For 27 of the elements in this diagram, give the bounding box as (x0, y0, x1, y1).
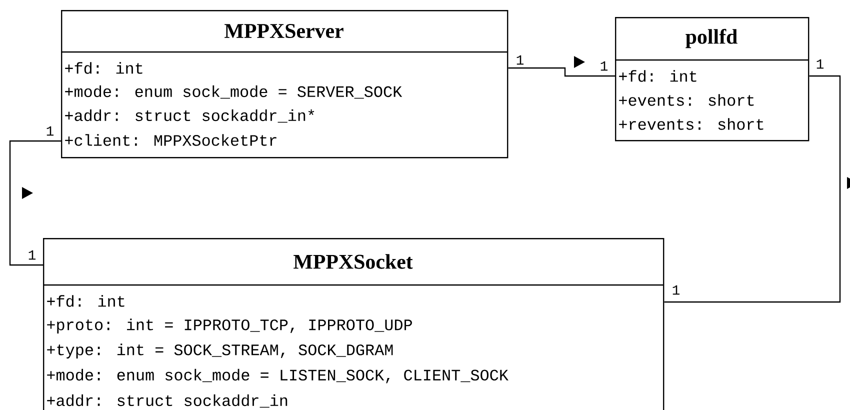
attribute-text: +events: short (619, 94, 754, 106)
multiplicity-label: 1 (672, 285, 680, 295)
multiplicity-label: 1 (816, 59, 824, 69)
class-name: MPPXServer (224, 24, 344, 38)
multiplicity-label: 1 (46, 126, 54, 136)
multiplicity-label: 1 (28, 250, 36, 260)
class-box (61, 10, 508, 158)
attribute-text: +fd: int (65, 62, 142, 74)
attribute-text: +addr: struct sockaddr_in (47, 394, 288, 408)
attribute-text: +proto: int = IPPROTO_TCP, IPPROTO_UDP (47, 318, 412, 334)
class-name: pollfd (686, 28, 738, 48)
attribute-text: +mode: enum sock_mode = SERVER_SOCK (65, 85, 402, 99)
association-line (9, 140, 61, 266)
attribute-text: +fd: int (619, 70, 696, 82)
class-name: MPPXSocket (294, 254, 413, 269)
attribute-text: +revents: short (619, 118, 764, 130)
association-line (664, 75, 841, 303)
attribute-text: +addr: struct sockaddr_in* (65, 109, 314, 123)
attribute-text: +client: MPPXSocketPtr (65, 134, 276, 146)
association-line (508, 67, 615, 77)
class-box (615, 17, 810, 142)
attribute-text: +mode: enum sock_mode = LISTEN_SOCK, CLIENT_SOCK (47, 368, 508, 384)
multiplicity-label: 1 (516, 55, 524, 65)
attribute-text: +fd: int (47, 295, 124, 307)
attribute-text: +type: int = SOCK_STREAM, SOCK_DGRAM (47, 344, 393, 358)
multiplicity-label: 1 (600, 61, 608, 71)
class-box (43, 238, 664, 410)
